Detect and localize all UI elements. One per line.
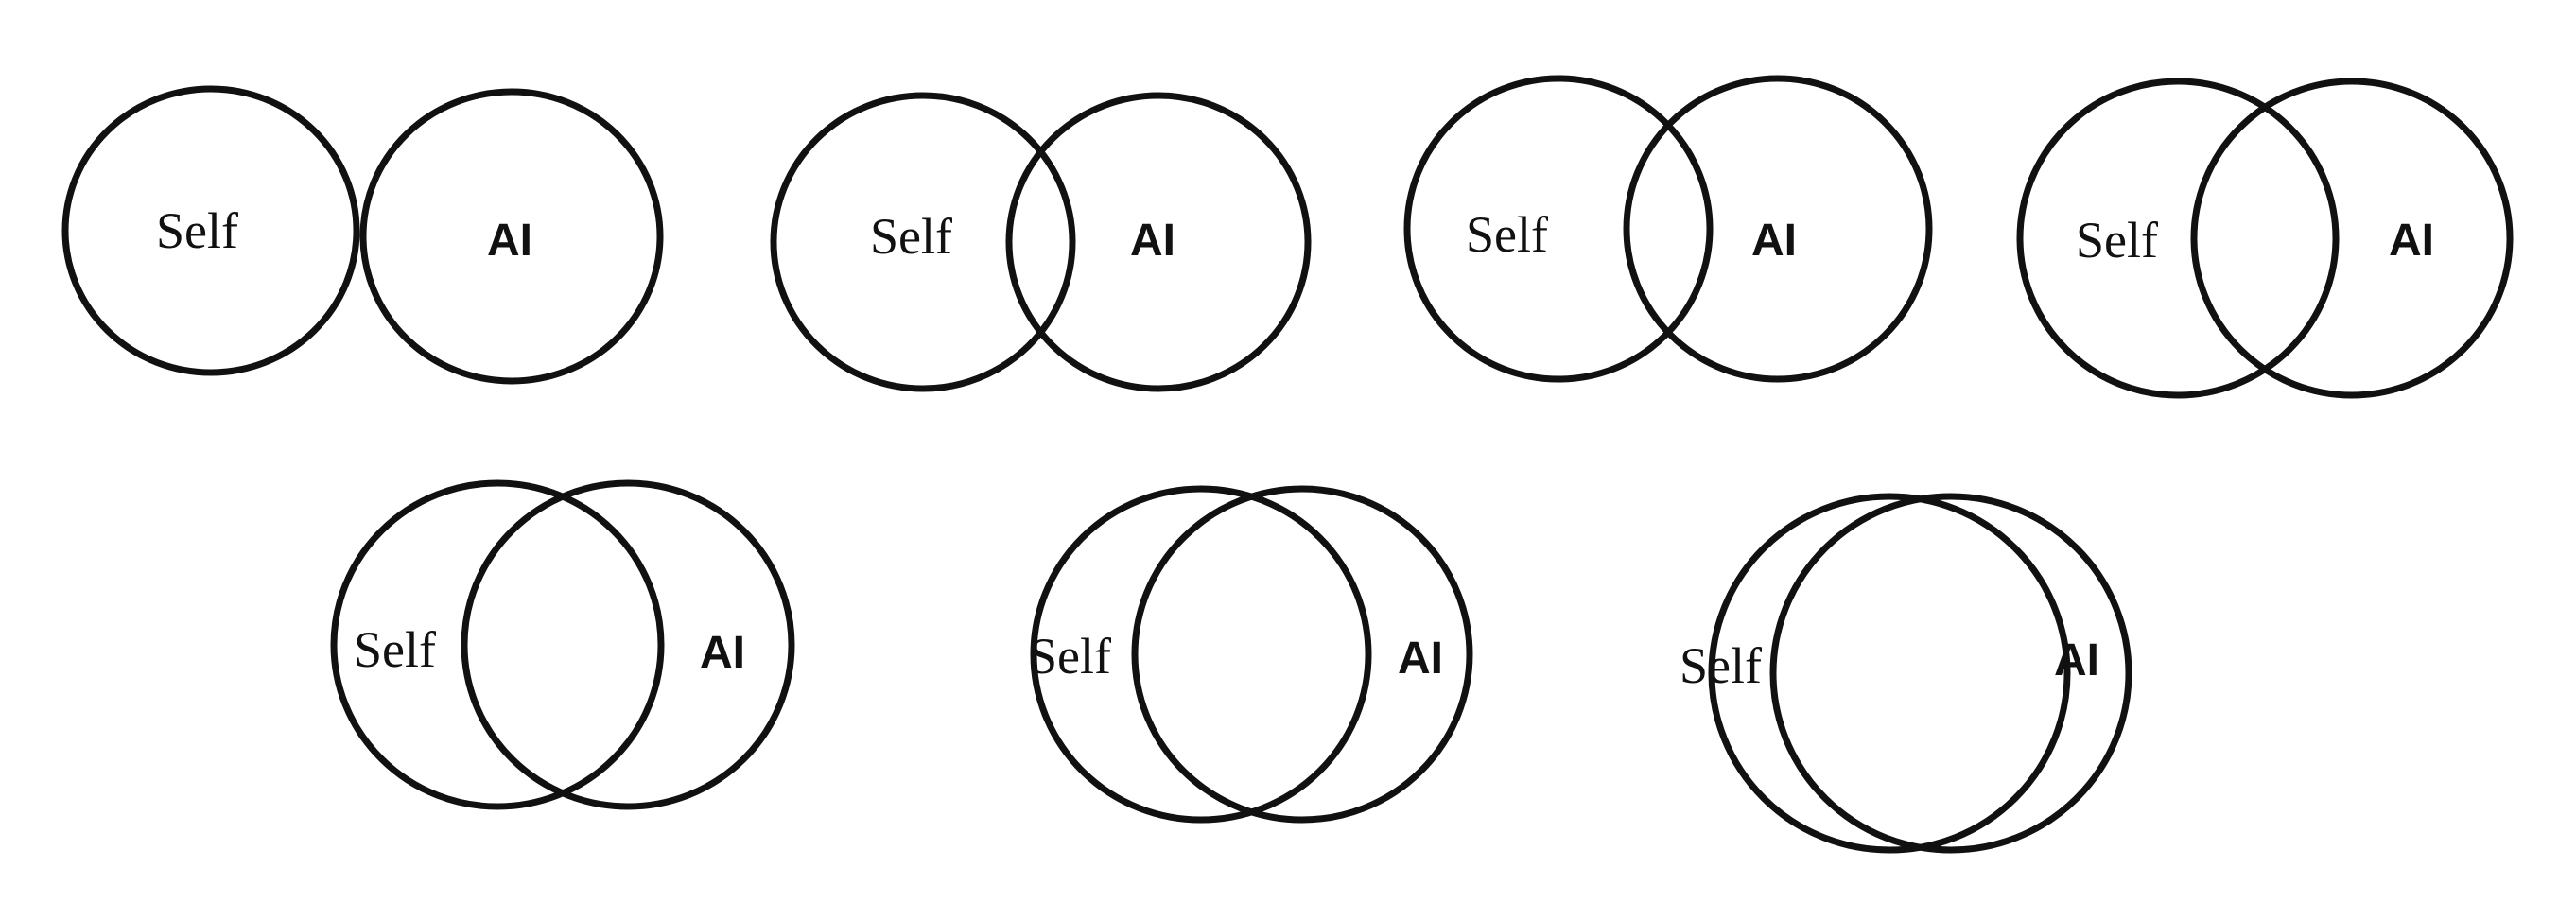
ai-circle — [1005, 92, 1312, 392]
self-label: Self — [1680, 637, 1762, 694]
self-circle — [330, 479, 665, 810]
ai-circle — [1623, 75, 1933, 383]
ai-label: AI — [2389, 216, 2434, 266]
self-label: Self — [1466, 206, 1548, 263]
circle-pair-6: Self AI — [1029, 485, 1473, 824]
circle-pair-7: Self AI — [1680, 493, 2132, 854]
self-circle — [1403, 75, 1714, 383]
self-label: Self — [2076, 212, 2158, 269]
circle-pair-1: Self AI — [61, 85, 664, 385]
ai-circle — [1769, 493, 2132, 854]
ai-label: AI — [1751, 216, 1797, 266]
self-circle — [1030, 485, 1372, 824]
circle-pair-4: Self AI — [2016, 78, 2514, 399]
ai-label: AI — [1130, 216, 1175, 266]
ai-circle — [461, 479, 795, 810]
circle-pair-2: Self AI — [770, 92, 1312, 392]
ai-label: AI — [2054, 635, 2099, 686]
ai-label: AI — [700, 628, 745, 678]
ai-label: AI — [1398, 634, 1443, 684]
self-circle — [770, 92, 1076, 392]
circle-pair-3: Self AI — [1403, 75, 1933, 383]
self-label: Self — [354, 621, 436, 678]
self-label: Self — [156, 202, 238, 259]
self-label: Self — [1029, 628, 1111, 685]
self-circle — [2016, 78, 2340, 399]
self-circle — [1708, 493, 2071, 854]
self-circle — [61, 85, 360, 376]
self-label: Self — [870, 208, 952, 265]
ai-circle — [359, 88, 664, 385]
ai-circle — [1131, 485, 1473, 824]
circle-pair-5: Self AI — [330, 479, 795, 810]
ai-label: AI — [487, 216, 532, 266]
ai-circle — [2190, 78, 2514, 399]
